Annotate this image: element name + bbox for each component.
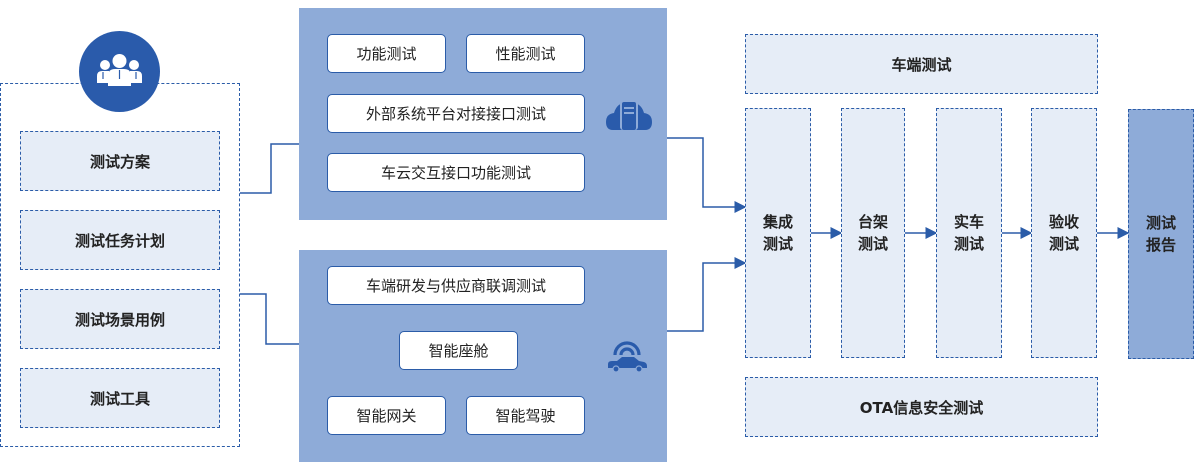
cloud-server-icon — [605, 94, 653, 134]
banner-label: 车端测试 — [891, 55, 952, 74]
left-item-test-tools[interactable]: 测试工具 — [20, 368, 220, 428]
connector-vehicle-to-integration — [666, 257, 747, 332]
cloud-item-external-interface[interactable]: 外部系统平台对接接口测试 — [327, 94, 585, 133]
left-item-label: 测试方案 — [89, 152, 150, 171]
left-item-test-plan[interactable]: 测试方案 — [20, 131, 220, 191]
stage-label: 实车测试 — [953, 213, 984, 253]
connected-car-icon — [605, 338, 649, 374]
stage-label: 集成测试 — [762, 213, 793, 253]
vehicle-item-smart-driving[interactable]: 智能驾驶 — [466, 396, 585, 435]
cloud-item-performance[interactable]: 性能测试 — [466, 34, 585, 73]
banner-label: OTA信息安全测试 — [859, 398, 984, 417]
vehicle-item-smart-gateway[interactable]: 智能网关 — [327, 396, 446, 435]
report-label: 测试报告 — [1145, 214, 1176, 254]
pill-label: 智能驾驶 — [495, 407, 556, 425]
stage-integration-test[interactable]: 集成测试 — [745, 108, 811, 358]
pill-label: 车端研发与供应商联调测试 — [365, 277, 546, 295]
pill-label: 性能测试 — [495, 45, 556, 63]
left-item-label: 测试工具 — [89, 389, 150, 408]
pill-label: 智能网关 — [356, 407, 417, 425]
stage-label: 台架测试 — [857, 213, 888, 253]
stage-bench-test[interactable]: 台架测试 — [841, 108, 905, 358]
pill-label: 外部系统平台对接接口测试 — [365, 105, 546, 123]
vehicle-item-supplier-joint-test[interactable]: 车端研发与供应商联调测试 — [327, 266, 585, 305]
cloud-item-vehicle-cloud-interface[interactable]: 车云交互接口功能测试 — [327, 153, 585, 192]
test-report[interactable]: 测试报告 — [1128, 109, 1194, 359]
stage-vehicle-test[interactable]: 实车测试 — [936, 108, 1002, 358]
connector-left-to-cloud — [240, 143, 300, 194]
vehicle-item-smart-cockpit[interactable]: 智能座舱 — [399, 331, 518, 370]
connector-left-to-vehicle — [240, 293, 300, 345]
team-users-icon — [79, 31, 160, 112]
connector-cloud-to-integration — [666, 137, 747, 213]
pill-label: 功能测试 — [356, 45, 417, 63]
stage-acceptance-test[interactable]: 验收测试 — [1031, 108, 1097, 358]
vehicle-side-test-banner[interactable]: 车端测试 — [745, 34, 1098, 94]
cloud-item-functional[interactable]: 功能测试 — [327, 34, 446, 73]
left-item-scenario-cases[interactable]: 测试场景用例 — [20, 289, 220, 349]
ota-security-test-banner[interactable]: OTA信息安全测试 — [745, 377, 1098, 437]
left-item-label: 测试场景用例 — [74, 310, 165, 329]
left-item-label: 测试任务计划 — [74, 231, 165, 250]
left-item-task-schedule[interactable]: 测试任务计划 — [20, 210, 220, 270]
pill-label: 车云交互接口功能测试 — [380, 164, 531, 182]
stage-label: 验收测试 — [1048, 213, 1079, 253]
pill-label: 智能座舱 — [428, 342, 489, 360]
